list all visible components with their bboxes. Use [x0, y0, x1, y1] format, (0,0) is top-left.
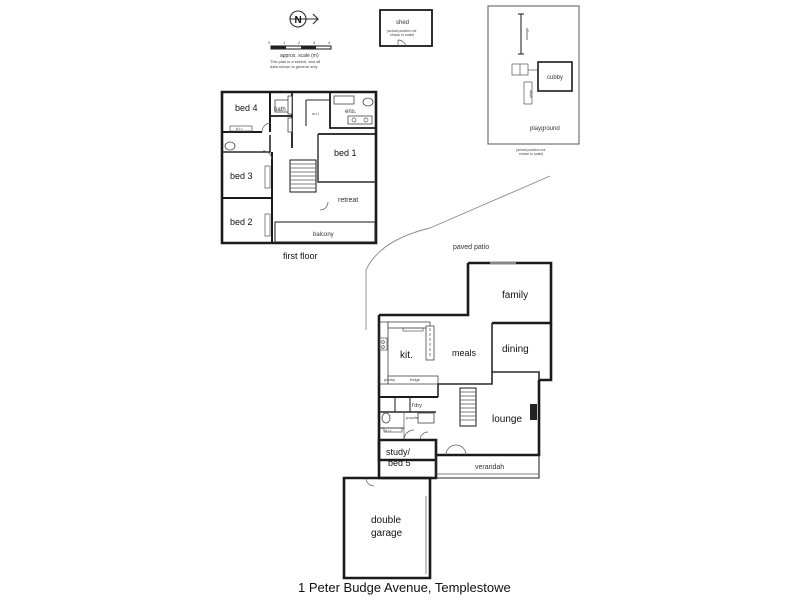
garage-label-line1: double	[371, 515, 401, 526]
shed-label: shed	[396, 20, 409, 26]
room-ensuite: ens.	[345, 109, 357, 115]
room-family: family	[502, 290, 528, 301]
room-bed-3: bed 3	[230, 171, 253, 181]
kitchen-fridge-label: fridge	[410, 377, 421, 382]
room-bed-2: bed 2	[230, 217, 253, 227]
compass-north-letter: N	[295, 15, 302, 26]
compass-icon: N	[289, 10, 320, 28]
room-wir: w.i.r	[312, 111, 320, 116]
kitchen-pantry-label: pantry	[384, 377, 395, 382]
playground-note-line2: shown to scale)	[519, 152, 543, 156]
garage-label-line2: garage	[371, 528, 403, 539]
room-bath: bath	[274, 107, 286, 113]
first-floor-plan: bed 4 bath ens. w.i.r b.i.r bed 1 bed 3 …	[220, 90, 378, 261]
shed-note-line1: (actual position not	[387, 29, 416, 33]
room-retreat: retreat	[338, 197, 358, 204]
bed-4-robe: b.i.r	[236, 126, 243, 131]
room-bed-4: bed 4	[235, 103, 258, 113]
property-address-title: 1 Peter Budge Avenue, Templestowe	[298, 580, 511, 595]
cubby-label: cubby	[547, 75, 563, 81]
playground-area: swings cubby slide playground (actual po…	[487, 5, 580, 156]
room-kitchen: kit.	[400, 350, 413, 361]
paved-patio-label: paved patio	[453, 244, 489, 251]
scale-note-line2: data shown is general only.	[270, 64, 318, 69]
slide-label: slide	[528, 89, 533, 98]
room-meals: meals	[452, 348, 477, 358]
scale-bar: 0 1 2 3 4 approx. scale (m) This plan is…	[268, 40, 332, 69]
room-study: study/	[386, 447, 411, 457]
scale-tick-4: 4	[328, 40, 331, 45]
room-dining: dining	[502, 344, 529, 355]
scale-note-line1: This plan is a sketch, and all	[270, 59, 320, 64]
swings-label: swings	[524, 28, 529, 40]
ground-floor-plan: family kit. meals dining lounge pantry f…	[342, 261, 553, 580]
playground-label: playground	[530, 126, 560, 132]
site-boundary-line	[365, 175, 551, 330]
scale-label: approx. scale (m)	[280, 53, 319, 59]
room-verandah: verandah	[475, 464, 504, 471]
scale-tick-1: 1	[283, 40, 286, 45]
playground-note-line1: (actual position not	[516, 148, 545, 152]
scale-tick-0: 0	[268, 40, 271, 45]
room-bed-1: bed 1	[334, 148, 357, 158]
room-lounge: lounge	[492, 414, 522, 425]
room-laundry: l'dry	[412, 403, 422, 409]
scale-tick-2: 2	[298, 40, 301, 45]
room-balcony: balcony	[313, 232, 334, 238]
room-bed-5: bed 5	[388, 458, 411, 468]
study-robe: b.i.r	[385, 428, 392, 433]
shed-structure: shed (actual position not shown to scale…	[379, 9, 433, 47]
scale-tick-3: 3	[313, 40, 316, 45]
first-floor-label: first floor	[283, 251, 318, 261]
room-powder: powder	[406, 415, 420, 420]
shed-note-line2: shown to scale)	[390, 33, 414, 37]
